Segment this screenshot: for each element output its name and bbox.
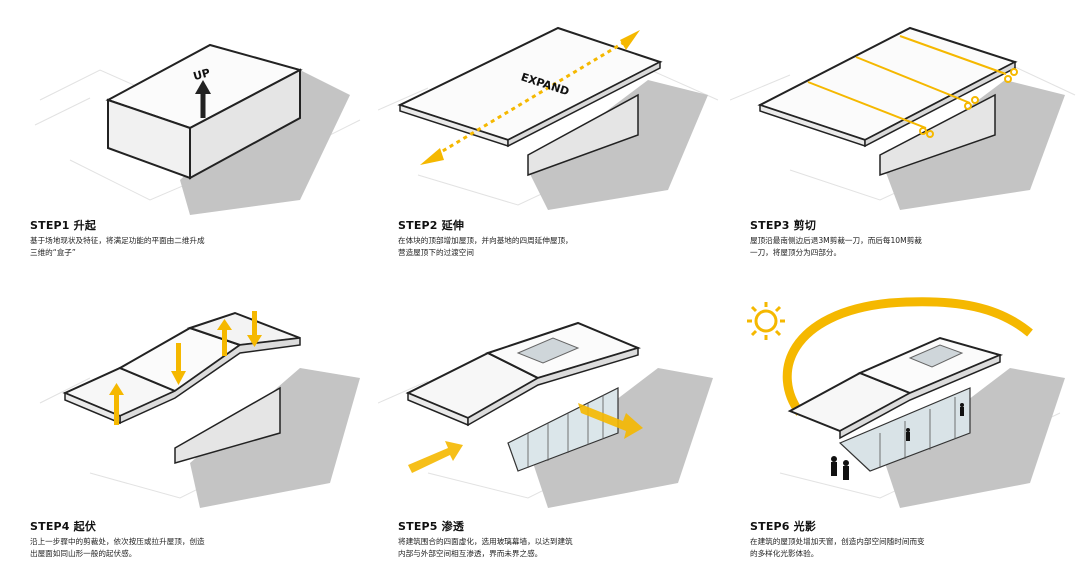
step5-title: STEP5 渗透 [398, 520, 465, 533]
step2-description: 在体块的顶部增加屋顶，并向基地的四周延伸屋顶， 营造屋顶下的过渡空间 [398, 236, 573, 257]
skylight [908, 344, 964, 368]
step5-description: 将建筑围合的四面虚化，选用玻璃幕墙，以达到建筑 内部与外部空间相互渗透，界而未界… [398, 537, 573, 558]
cut-line-2 [855, 56, 971, 104]
step5-panel: STEP5 渗透 将建筑围合的四面虚化，选用玻璃幕墙，以达到建筑 内部与外部空间… [378, 293, 728, 583]
step6-caption: STEP6 光影 在建筑的屋顶处增加天窗，创造内部空间随时间而变 的多样化光影体… [750, 518, 1050, 560]
cut-line-1 [807, 81, 927, 129]
step5-caption: STEP5 渗透 将建筑围合的四面虚化，选用玻璃幕墙，以达到建筑 内部与外部空间… [398, 518, 698, 560]
step1-description: 基于场地现状及特征，将满足功能的平面由二维升成 三维的“盒子” [30, 236, 205, 257]
sun-arc [782, 297, 1033, 416]
sun-icon [747, 302, 785, 340]
arrow-right-icon [620, 30, 640, 50]
people-icon [831, 403, 964, 480]
expand-arrow [435, 38, 629, 157]
step3-panel: STEP3 剪切 屋顶沿最南侧边后退3M剪裁一刀，而后每10M剪裁 一刀，将屋顶… [730, 0, 1080, 290]
step6-description: 在建筑的屋顶处增加天窗，创造内部空间随时间而变 的多样化光影体验。 [750, 537, 925, 558]
step4-caption: STEP4 起伏 沿上一步骤中的剪裁处，依次按压或拉升屋顶，创造 出屋面如同山形… [30, 518, 330, 560]
step5-diagram [378, 321, 713, 508]
cut-line-3 [899, 35, 1007, 75]
step1-title: STEP1 升起 [30, 219, 97, 232]
step4-diagram [39, 311, 360, 508]
step1-diagram: UP [34, 43, 361, 215]
fold-arrows-icon [109, 311, 262, 425]
up-label: UP [192, 66, 212, 83]
step1-panel: UP STEP1 升起 基于场地现状及特征，将满足功能的平面由二维升成 三维的“… [30, 0, 380, 290]
step2-diagram: EXPAND [378, 26, 719, 210]
skylight [516, 337, 580, 364]
step3-title: STEP3 剪切 [750, 219, 817, 232]
step6-panel: STEP6 光影 在建筑的屋顶处增加天窗，创造内部空间随时间而变 的多样化光影体… [730, 293, 1080, 583]
step3-diagram [730, 26, 1076, 210]
step2-panel: EXPAND STEP2 延伸 在体块的顶部增加屋顶，并向基地的四周延伸屋顶， … [378, 0, 728, 290]
step3-caption: STEP3 剪切 屋顶沿最南侧边后退3M剪裁一刀，而后每10M剪裁 一刀，将屋顶… [750, 217, 1050, 259]
permeate-arrows-icon [408, 403, 643, 473]
arrow-left-icon [420, 148, 444, 165]
step2-title: STEP2 延伸 [398, 219, 465, 232]
step4-description: 沿上一步骤中的剪裁处，依次按压或拉升屋顶，创造 出屋面如同山形一般的起伏感。 [30, 537, 205, 558]
step6-diagram [747, 297, 1065, 508]
step3-description: 屋顶沿最南侧边后退3M剪裁一刀，而后每10M剪裁 一刀，将屋顶分为四部分。 [750, 236, 922, 257]
step4-panel: STEP4 起伏 沿上一步骤中的剪裁处，依次按压或拉升屋顶，创造 出屋面如同山形… [30, 293, 380, 583]
step4-title: STEP4 起伏 [30, 520, 97, 533]
step2-caption: STEP2 延伸 在体块的顶部增加屋顶，并向基地的四周延伸屋顶， 营造屋顶下的过… [398, 217, 698, 259]
scissors-icon [919, 68, 1018, 138]
step6-title: STEP6 光影 [750, 520, 817, 533]
step1-caption: STEP1 升起 基于场地现状及特征，将满足功能的平面由二维升成 三维的“盒子” [30, 217, 330, 259]
